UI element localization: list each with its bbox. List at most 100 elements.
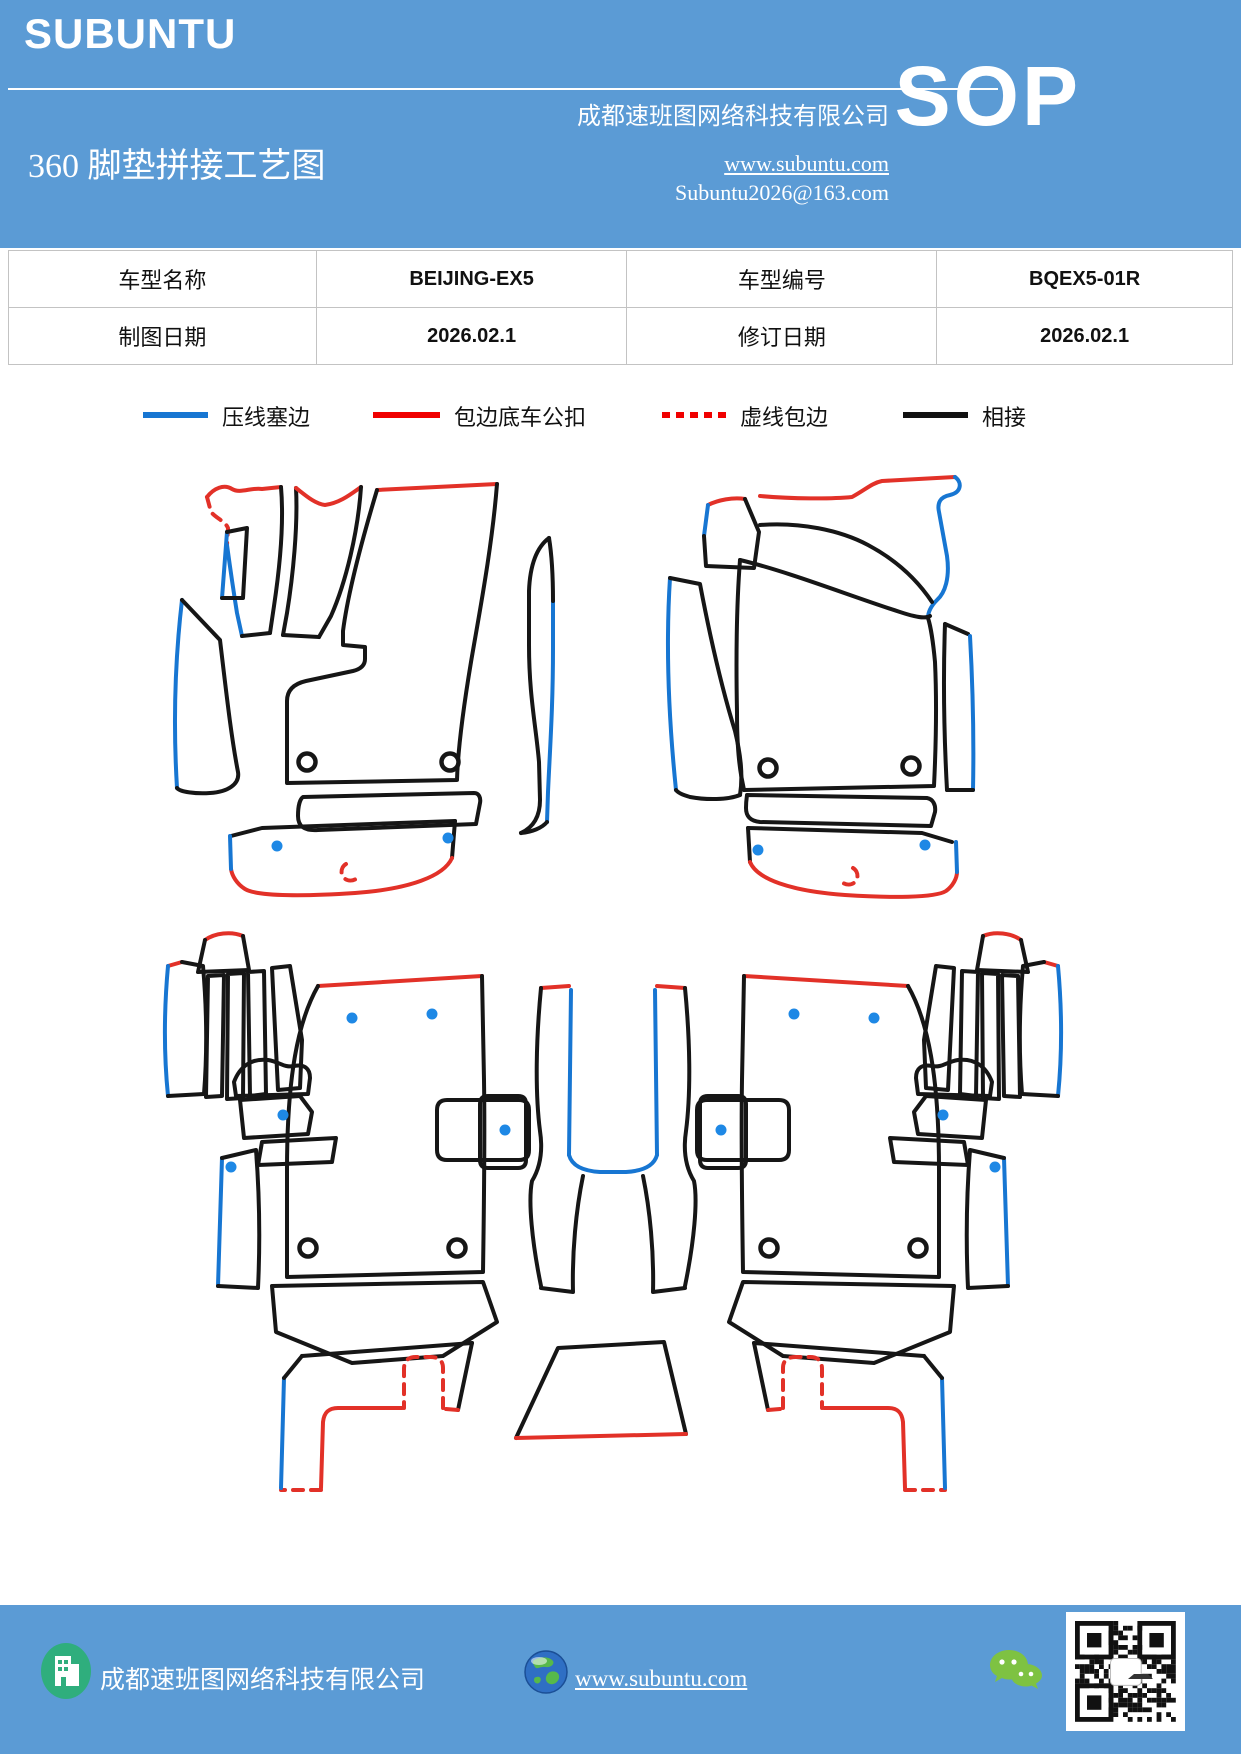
mat-edge-pressline	[954, 840, 959, 874]
header-website-link[interactable]: www.subuntu.com	[724, 151, 889, 176]
mat-edge-binding	[316, 974, 484, 988]
mat-edge-pressline	[666, 576, 678, 792]
snap-point-dot	[225, 1161, 237, 1173]
mat-edge-join	[752, 1341, 926, 1358]
mat-edge-binding	[742, 974, 910, 988]
snap-point-dot	[752, 844, 764, 856]
snap-point-dot	[277, 1109, 289, 1121]
mat-edge-join	[220, 526, 249, 600]
mat-edge-pressline	[228, 834, 233, 871]
mat-edge-join	[300, 1341, 474, 1358]
legend-line-swatch	[143, 412, 208, 418]
mat-edge-dashed-binding	[205, 495, 230, 547]
mat-edge-join	[922, 964, 956, 1092]
page-title: 360 脚垫拼接工艺图	[28, 148, 326, 185]
mat-edge-join	[941, 622, 949, 792]
mat-edge-join	[456, 1341, 474, 1412]
mat-edge-binding	[514, 1432, 688, 1440]
mat-edge-pressline	[216, 1156, 224, 1288]
snap-point-dot	[426, 1008, 438, 1020]
mat-edge-pressline	[653, 988, 659, 1157]
snap-point-dot	[788, 1008, 800, 1020]
snap-point-dot	[715, 1124, 727, 1136]
mat-edge-binding	[539, 984, 571, 990]
mat-edge-pressline	[968, 634, 976, 792]
mat-edge-join	[739, 974, 941, 1279]
mat-edge-binding	[294, 485, 363, 507]
spec-value-cell: 2026.02.1	[936, 307, 1233, 365]
mat-edge-binding	[444, 1407, 460, 1412]
globe-icon	[524, 1650, 568, 1694]
snap-point-dot	[868, 1012, 880, 1024]
mat-edge-join	[196, 934, 251, 974]
brand-logo: SUBUNTU	[24, 10, 237, 57]
snap-point-dot	[346, 1012, 358, 1024]
mat-edge-join	[547, 536, 555, 603]
mat-edge-binding	[766, 1407, 782, 1412]
qr-code	[1066, 1612, 1185, 1731]
mat-edge-binding	[706, 496, 747, 507]
fixing-hole	[758, 1237, 780, 1259]
spec-value-cell: 2026.02.1	[315, 307, 628, 365]
mat-edge-join	[738, 558, 932, 620]
mat-edge-pressline	[1002, 1156, 1010, 1288]
line-type-legend: 压线塞边包边底车公扣虚线包边相接	[0, 400, 1241, 434]
mat-edge-binding	[748, 860, 959, 899]
mat-edge-join	[674, 788, 742, 802]
mat-edge-join	[727, 1280, 956, 1365]
fixing-hole	[900, 755, 922, 777]
mat-edge-join	[702, 497, 761, 570]
mat-edge-join	[943, 622, 970, 636]
wechat-icon	[990, 1650, 1042, 1689]
mat-edge-join	[478, 1094, 528, 1170]
mat-edge-binding	[203, 931, 245, 942]
footer-company-name: 成都速班图网络科技有限公司	[100, 1667, 426, 1694]
mat-edge-join	[746, 826, 954, 844]
mat-edge-join	[166, 960, 209, 1098]
mat-edge-pressline	[702, 503, 710, 538]
mat-edge-binding	[375, 482, 499, 492]
mat-edge-pressline	[172, 598, 184, 790]
mat-edge-join	[958, 969, 980, 1098]
spec-label-cell: 制图日期	[8, 307, 317, 365]
mat-edge-dashed-binding	[339, 862, 360, 883]
snap-point-dot	[271, 840, 283, 852]
fixing-hole	[297, 1237, 319, 1259]
header-divider	[8, 88, 998, 90]
mat-edge-join	[519, 536, 551, 835]
mat-edge-join	[698, 1094, 748, 1170]
mat-edge-binding	[758, 475, 957, 501]
legend-line-swatch	[662, 412, 726, 418]
mat-edge-pressline	[940, 1376, 947, 1490]
mat-edge-join	[888, 1136, 970, 1167]
mat-edge-dashed-binding	[839, 866, 860, 887]
spec-label-cell: 修订日期	[626, 307, 938, 365]
mat-edge-join	[1017, 960, 1060, 1098]
legend-label: 压线塞边	[222, 405, 311, 430]
mat-edge-join	[240, 631, 272, 638]
mat-edge-pressline	[225, 543, 244, 638]
sop-label: SOP	[894, 49, 1081, 143]
mat-edge-binding	[981, 931, 1023, 942]
fixing-hole	[757, 757, 779, 779]
mat-edge-join	[641, 1174, 687, 1294]
footer-website-link[interactable]: www.subuntu.com	[575, 1666, 748, 1691]
mat-edge-join	[1000, 973, 1022, 1099]
mat-edge-join	[528, 986, 544, 1288]
snap-point-dot	[989, 1161, 1001, 1173]
mat-edge-pressline	[1056, 964, 1063, 1098]
legend-label: 相接	[982, 405, 1027, 430]
mat-edge-pressline	[567, 1153, 615, 1174]
mat-edge-join	[270, 964, 304, 1092]
fixing-hole	[296, 751, 318, 773]
mat-edge-join	[752, 1341, 770, 1412]
mat-edge-join	[282, 1354, 304, 1380]
mat-edge-join	[758, 522, 934, 604]
mat-edge-join	[281, 486, 299, 637]
snap-point-dot	[937, 1109, 949, 1121]
mat-edge-join	[914, 1057, 994, 1098]
mat-edge-join	[229, 819, 457, 838]
